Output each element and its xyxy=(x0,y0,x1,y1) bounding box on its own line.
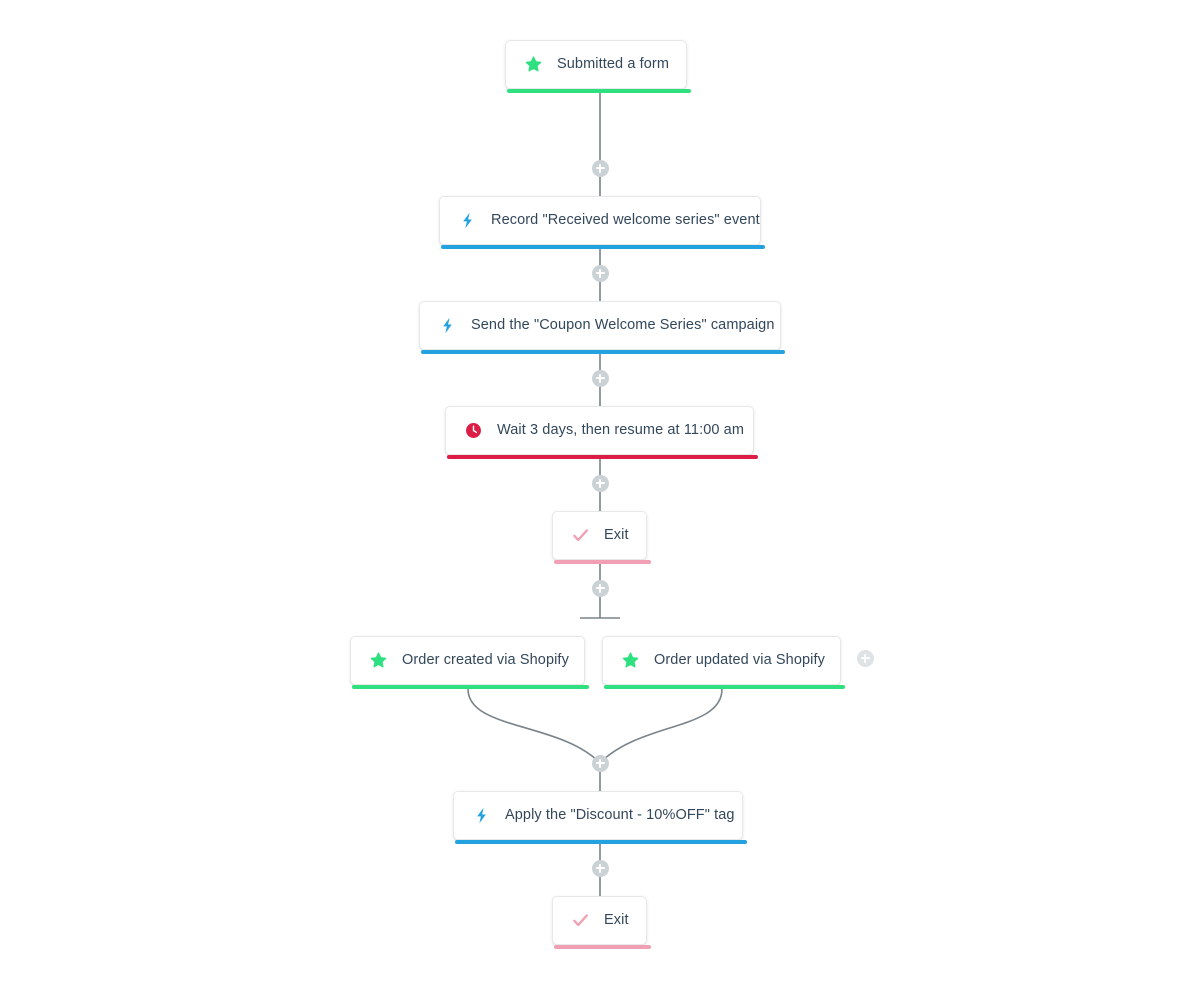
lightning-bolt-icon xyxy=(471,806,491,826)
node-label: Exit xyxy=(604,912,629,929)
node-label: Order updated via Shopify xyxy=(654,652,825,669)
node-accent-bar-order-created-shopify xyxy=(352,685,589,689)
plus-after-branch-merge[interactable] xyxy=(591,754,609,772)
node-accent-bar-exit-1 xyxy=(554,560,651,564)
node-accent-bar-exit-2 xyxy=(554,945,651,949)
lightning-bolt-icon xyxy=(457,211,477,231)
workflow-node-exit-2[interactable]: Exit xyxy=(552,896,647,945)
plus-after-wait-delay[interactable] xyxy=(591,474,609,492)
workflow-node-wait-delay[interactable]: Wait 3 days, then resume at 11:00 am xyxy=(445,406,754,455)
workflow-node-submitted-a-form[interactable]: Submitted a form xyxy=(505,40,687,89)
plus-after-exit-1[interactable] xyxy=(591,579,609,597)
node-label: Exit xyxy=(604,527,629,544)
node-accent-bar-apply-tag xyxy=(455,840,747,844)
node-label: Wait 3 days, then resume at 11:00 am xyxy=(497,422,744,439)
node-accent-bar-wait-delay xyxy=(447,455,758,459)
checkmark-icon xyxy=(570,526,590,546)
node-label: Submitted a form xyxy=(557,56,670,73)
workflow-node-exit-1[interactable]: Exit xyxy=(552,511,647,560)
workflow-node-order-updated-shopify[interactable]: Order updated via Shopify xyxy=(602,636,841,685)
workflow-node-record-event[interactable]: Record "Received welcome series" event xyxy=(439,196,761,245)
workflow-node-send-campaign[interactable]: Send the "Coupon Welcome Series" campaig… xyxy=(419,301,781,350)
plus-after-send-campaign[interactable] xyxy=(591,369,609,387)
node-accent-bar-record-event xyxy=(441,245,765,249)
node-label: Order created via Shopify xyxy=(402,652,569,669)
node-accent-bar-submitted-a-form xyxy=(507,89,691,93)
star-icon xyxy=(523,55,543,75)
node-label: Send the "Coupon Welcome Series" campaig… xyxy=(471,317,775,334)
node-label: Apply the "Discount - 10%OFF" tag xyxy=(505,807,735,824)
node-accent-bar-order-updated-shopify xyxy=(604,685,845,689)
plus-add-trigger-branch[interactable] xyxy=(856,649,874,667)
edge-right-branch-merge xyxy=(599,688,723,764)
plus-after-record-event[interactable] xyxy=(591,264,609,282)
lightning-bolt-icon xyxy=(437,316,457,336)
star-icon xyxy=(368,651,388,671)
node-accent-bar-send-campaign xyxy=(421,350,785,354)
plus-after-submitted-form[interactable] xyxy=(591,159,609,177)
workflow-node-order-created-shopify[interactable]: Order created via Shopify xyxy=(350,636,585,685)
edge-left-branch-merge xyxy=(467,688,601,764)
workflow-node-apply-tag[interactable]: Apply the "Discount - 10%OFF" tag xyxy=(453,791,743,840)
plus-after-apply-tag[interactable] xyxy=(591,859,609,877)
node-label: Record "Received welcome series" event xyxy=(491,212,760,229)
clock-icon xyxy=(463,421,483,441)
star-icon xyxy=(620,651,640,671)
checkmark-icon xyxy=(570,911,590,931)
